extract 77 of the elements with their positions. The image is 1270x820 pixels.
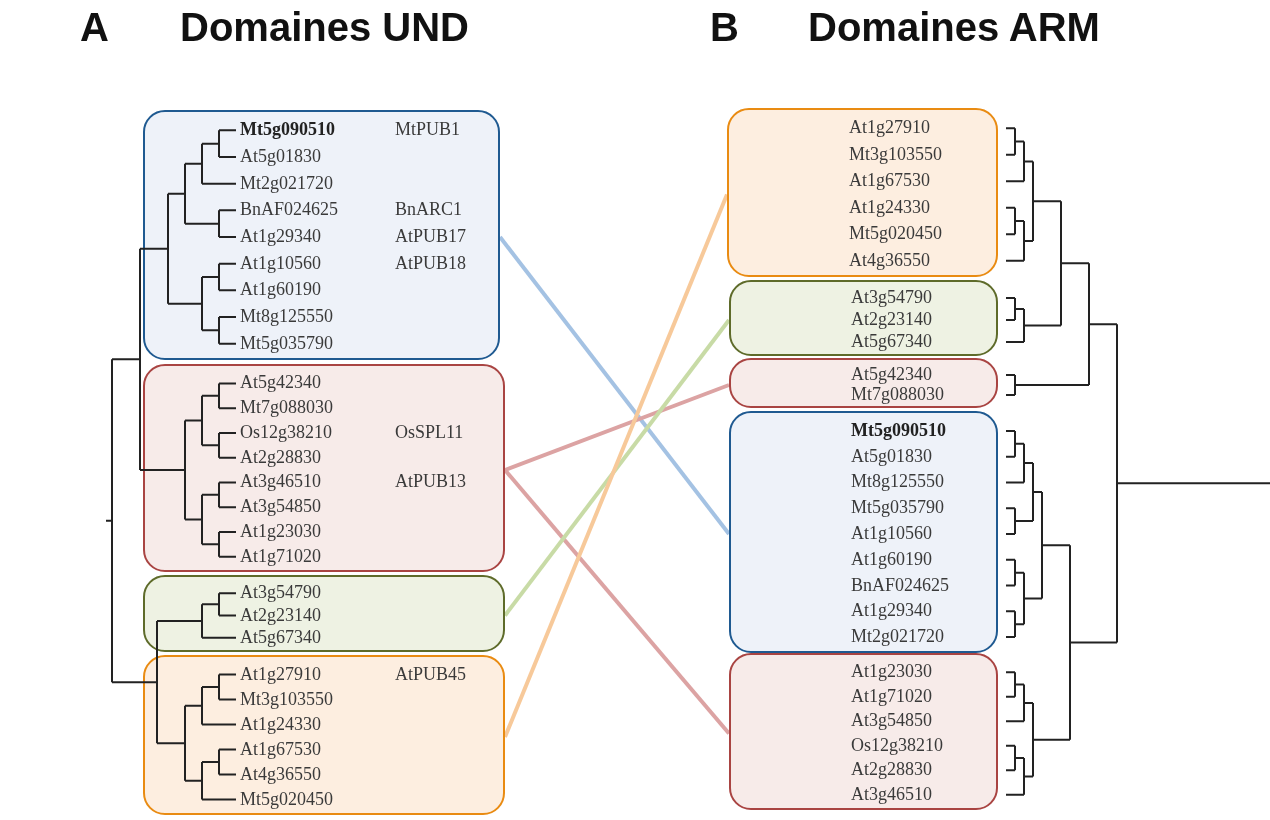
gene-label: At5g67340 [851,331,932,351]
gene-label: At3g46510 [240,471,321,492]
gene-label: At1g60190 [240,279,321,300]
gene-label: At5g01830 [240,146,321,166]
gene-label: At5g01830 [851,445,932,466]
protein-label: AtPUB45 [395,663,466,684]
gene-label: At1g67530 [240,738,321,759]
gene-label: Mt5g090510 [851,419,946,440]
protein-label: MtPUB1 [395,119,461,140]
gene-label: At1g10560 [240,252,321,273]
gene-label: At1g24330 [849,196,930,217]
protein-label: AtPUB13 [395,471,466,492]
gene-label: Mt7g088030 [240,397,333,418]
gene-label: At3g54790 [240,582,321,603]
gene-label: Mt2g021720 [240,172,333,193]
gene-label: At5g42340 [240,372,321,393]
gene-label: At5g42340 [851,364,932,384]
gene-label: At1g67530 [849,170,930,191]
gene-label: At4g36550 [849,249,930,270]
gene-label: Mt5g035790 [851,497,944,518]
gene-label: At1g29340 [851,600,932,621]
gene-label: Mt2g021720 [851,626,944,647]
clade-box [727,108,998,277]
gene-label: At2g23140 [851,309,932,329]
gene-label: At1g24330 [240,713,321,734]
gene-label: At5g67340 [240,626,321,647]
gene-label: BnAF024625 [240,199,338,220]
protein-label: OsSPL11 [395,421,464,442]
gene-label: At1g23030 [240,520,321,541]
protein-label: AtPUB18 [395,252,466,273]
connector-line [504,383,730,472]
gene-label: At4g36550 [240,763,321,784]
gene-label: At1g27910 [240,663,321,684]
gene-label: At3g46510 [851,783,932,804]
gene-label: At1g23030 [851,661,932,682]
panel-title: Domaines ARM [808,4,1100,50]
clade-box [143,364,505,572]
connector-line [503,468,731,735]
clade-box [729,411,998,653]
gene-label: Mt5g020450 [240,788,333,809]
gene-label: Mt5g090510 [240,119,335,140]
gene-label: At2g28830 [240,446,321,467]
gene-label: Mt5g020450 [849,223,942,244]
clade-box [143,110,500,360]
gene-label: BnAF024625 [851,574,949,595]
clade-box [729,653,998,810]
protein-label: BnARC1 [395,199,463,220]
gene-label: Os12g38210 [240,421,332,442]
gene-label: At1g27910 [849,117,930,138]
protein-label: AtPUB17 [395,226,466,246]
connector-line [503,193,729,738]
panel-letter: A [80,4,109,50]
gene-label: At1g71020 [240,545,321,566]
gene-label: Mt8g125550 [851,471,944,492]
panel-title: Domaines UND [180,4,469,50]
gene-label: At1g29340 [240,226,321,246]
clade-box [729,358,998,408]
clade-box [729,280,998,356]
connector-line [498,235,731,536]
gene-label: Os12g38210 [851,734,943,755]
clade-box [143,655,505,815]
gene-label: At1g60190 [851,548,932,569]
gene-label: At3g54790 [851,287,932,307]
gene-label: At2g28830 [851,759,932,780]
gene-label: Mt7g088030 [851,384,944,404]
panel-letter: B [710,4,739,50]
connector-line [503,318,731,617]
gene-label: At3g54850 [851,710,932,731]
gene-label: At1g71020 [851,685,932,706]
gene-label: At2g23140 [240,604,321,625]
gene-label: At3g54850 [240,496,321,517]
gene-label: Mt3g103550 [849,143,942,164]
gene-label: Mt3g103550 [240,688,333,709]
gene-label: Mt8g125550 [240,306,333,326]
gene-label: Mt5g035790 [240,332,333,353]
clade-box [143,575,505,652]
gene-label: At1g10560 [851,523,932,543]
